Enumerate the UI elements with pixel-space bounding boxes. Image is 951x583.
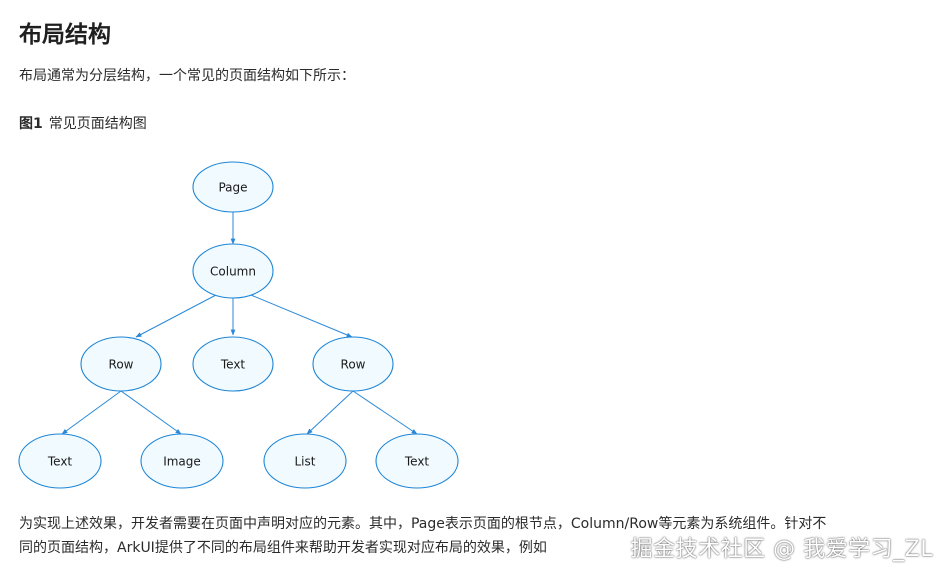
body-line-2: 同的页面结构，ArkUI提供了不同的布局组件来帮助开发者实现对应布局的效果，例如 bbox=[19, 540, 547, 556]
node-row-left: Row bbox=[80, 336, 162, 392]
node-row-right-label: Row bbox=[341, 358, 366, 372]
figure-label: 图1 bbox=[19, 116, 43, 132]
node-column: Column bbox=[192, 243, 274, 299]
node-text-left-label: Text bbox=[47, 455, 73, 469]
node-image: Image bbox=[140, 433, 224, 489]
node-page-label: Page bbox=[218, 181, 247, 195]
figure-caption: 图1 常见页面结构图 bbox=[19, 112, 147, 136]
edge-column-row-left bbox=[135, 294, 217, 338]
body-paragraph: 为实现上述效果，开发者需要在页面中声明对应的元素。其中，Page表示页面的根节点… bbox=[19, 512, 939, 560]
node-text-mid-label: Text bbox=[220, 358, 246, 372]
node-row-left-label: Row bbox=[109, 358, 134, 372]
node-text-mid: Text bbox=[192, 336, 274, 392]
node-text-left: Text bbox=[18, 433, 102, 489]
page-title: 布局结构 bbox=[19, 22, 111, 48]
intro-paragraph: 布局通常为分层结构，一个常见的页面结构如下所示： bbox=[19, 68, 355, 84]
edge-row-right-list bbox=[306, 390, 354, 435]
node-text-right: Text bbox=[375, 433, 459, 489]
watermark: 掘金技术社区 @ 我爱学习_ZL bbox=[630, 537, 933, 562]
edge-column-row-right bbox=[250, 294, 353, 338]
node-page: Page bbox=[192, 161, 274, 213]
node-image-label: Image bbox=[163, 455, 201, 469]
node-row-right: Row bbox=[312, 336, 394, 392]
edge-row-left-text bbox=[61, 390, 122, 435]
node-column-label: Column bbox=[210, 265, 256, 279]
edge-row-right-text bbox=[352, 390, 418, 435]
node-list: List bbox=[263, 433, 347, 489]
node-text-right-label: Text bbox=[404, 455, 430, 469]
figure-caption-text: 常见页面结构图 bbox=[48, 116, 147, 132]
body-line-1: 为实现上述效果，开发者需要在页面中声明对应的元素。其中，Page表示页面的根节点… bbox=[19, 516, 827, 532]
node-list-label: List bbox=[295, 455, 316, 469]
edge-row-left-image bbox=[120, 390, 182, 435]
